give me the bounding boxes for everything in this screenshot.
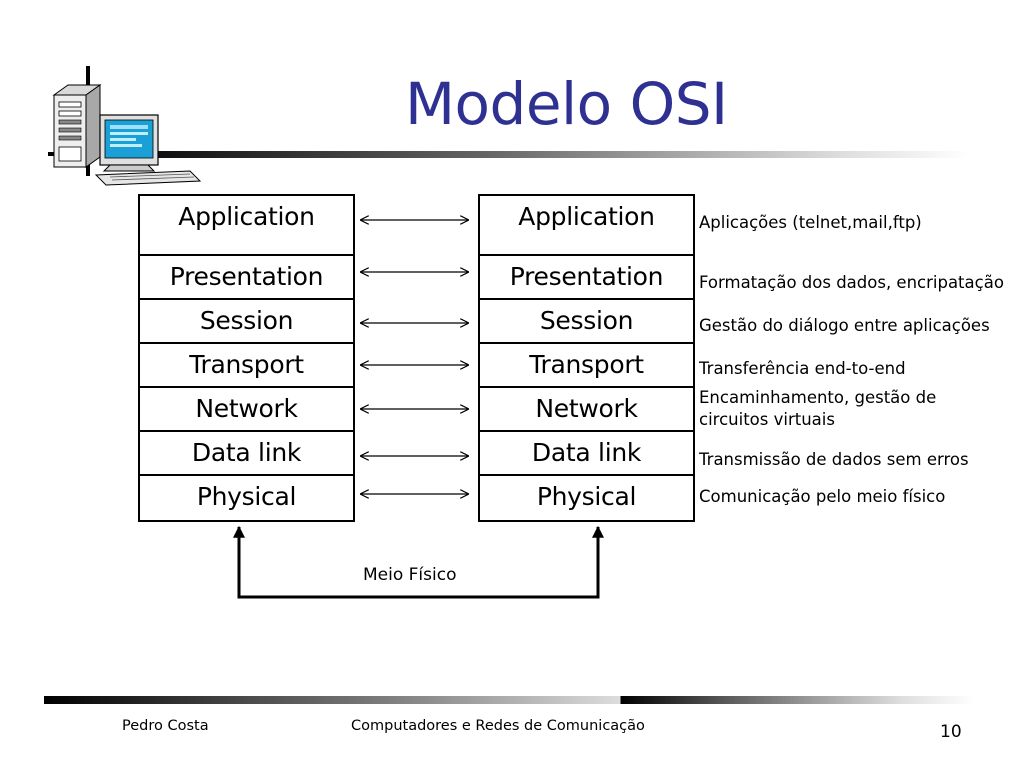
footer-bar: [44, 696, 974, 704]
desc-transport: Transferência end-to-end: [699, 359, 906, 378]
footer-course: Computadores e Redes de Comunicação: [351, 718, 645, 734]
right-layer-application: Application: [480, 196, 693, 256]
desc-session: Gestão do diálogo entre aplicações: [699, 316, 990, 335]
title-underline-bar: [100, 151, 970, 158]
desc-physical: Comunicação pelo meio físico: [699, 487, 946, 506]
right-layer-physical: Physical: [536, 482, 637, 511]
right-osi-stack: Application Presentation Session Transpo…: [478, 194, 695, 522]
right-layer-data-link: Data link: [480, 432, 693, 476]
left-layer-session: Session: [140, 300, 353, 344]
left-layer-data-link: Data link: [140, 432, 353, 476]
desc-network: Encaminhamento, gestão de circuitos virt…: [699, 388, 937, 429]
footer-author: Pedro Costa: [122, 718, 209, 734]
right-layer-transport: Transport: [480, 344, 693, 388]
left-osi-stack: Application Presentation Session Transpo…: [138, 194, 355, 522]
page-number: 10: [940, 722, 962, 742]
right-layer-network: Network: [480, 388, 693, 432]
left-layer-physical: Physical: [196, 482, 297, 511]
right-layer-session: Session: [480, 300, 693, 344]
left-layer-application: Application: [140, 196, 353, 256]
left-layer-network: Network: [140, 388, 353, 432]
desc-data-link: Transmissão de dados sem erros: [699, 450, 969, 469]
left-layer-presentation: Presentation: [140, 256, 353, 300]
left-layer-transport: Transport: [140, 344, 353, 388]
physical-medium-path: [237, 527, 600, 599]
medium-label: Meio Físico: [363, 565, 457, 585]
slide-title: Modelo OSI: [405, 70, 728, 138]
desc-application: Aplicações (telnet,mail,ftp): [699, 213, 922, 232]
computer-icon: [52, 84, 202, 186]
right-layer-presentation: Presentation: [480, 256, 693, 300]
desc-presentation: Formatação dos dados, encripatação: [699, 273, 1004, 292]
